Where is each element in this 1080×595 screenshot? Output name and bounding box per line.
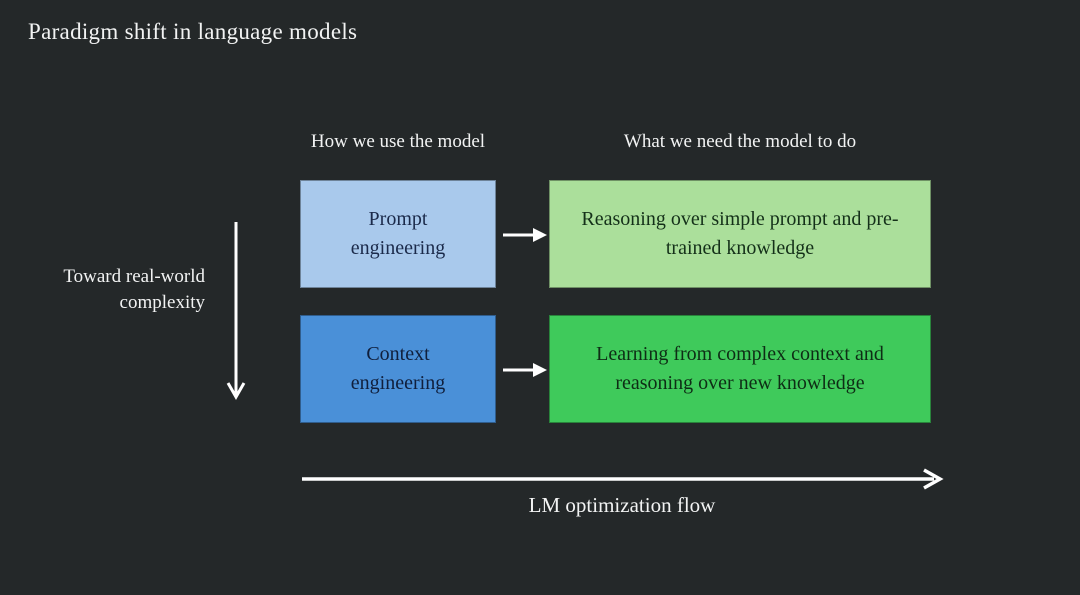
- context-engineering-box: Context engineering: [300, 315, 496, 423]
- column-header-need: What we need the model to do: [623, 131, 857, 152]
- complexity-axis-label: Toward real-world complexity: [63, 266, 205, 313]
- right-arrow-icon: [503, 363, 547, 377]
- prompt-engineering-box: Prompt engineering: [300, 180, 496, 288]
- down-arrow-icon: [226, 222, 246, 401]
- learning-complex-context-label: Learning from complex context and reason…: [596, 343, 884, 394]
- prompt-engineering-label: Prompt engineering: [350, 208, 446, 259]
- column-header-usage: How we use the model: [310, 131, 486, 152]
- context-engineering-label: Context engineering: [350, 343, 446, 394]
- page-title: Paradigm shift in language models: [28, 19, 358, 44]
- optimization-axis-label: LM optimization flow: [528, 493, 716, 517]
- reasoning-simple-prompt-label: Reasoning over simple prompt and pre-tra…: [581, 208, 899, 259]
- right-arrow-icon: [302, 468, 944, 490]
- learning-complex-context-box: Learning from complex context and reason…: [549, 315, 931, 423]
- reasoning-simple-prompt-box: Reasoning over simple prompt and pre-tra…: [549, 180, 931, 288]
- right-arrow-icon: [503, 228, 547, 242]
